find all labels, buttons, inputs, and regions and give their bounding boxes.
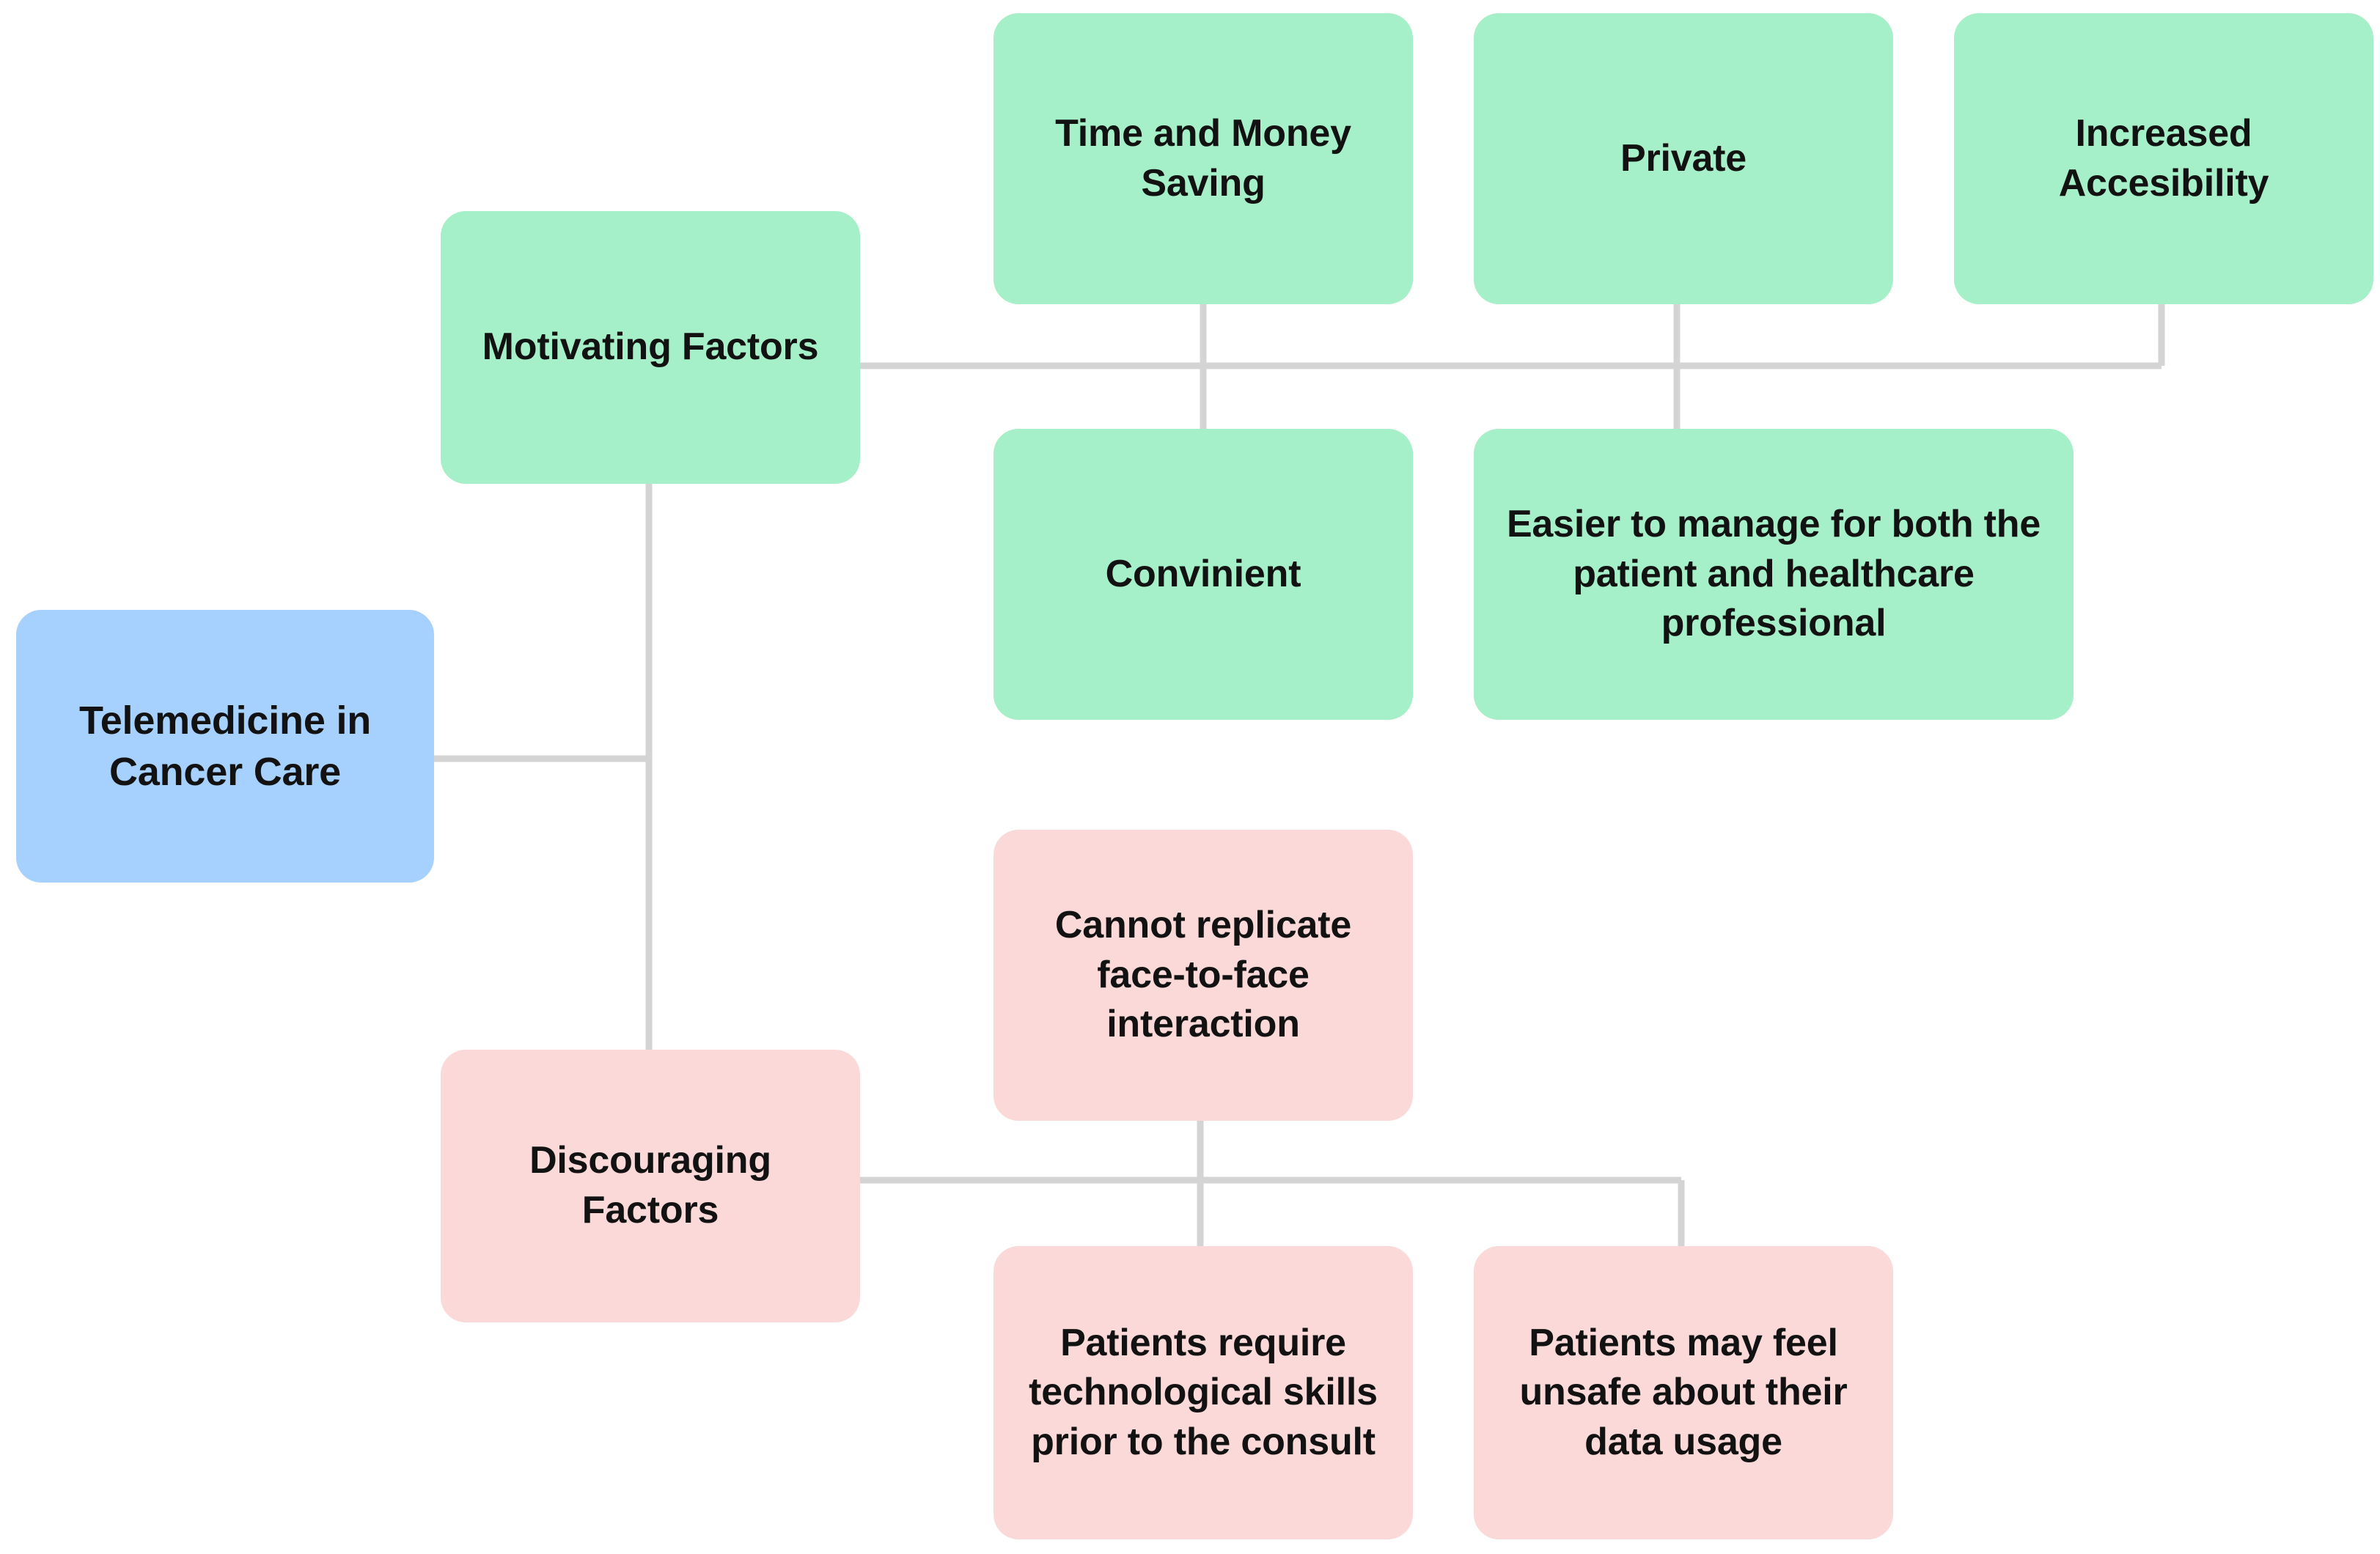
node-convenient[interactable]: Convinient <box>993 429 1413 720</box>
node-discouraging-factors[interactable]: Discouraging Factors <box>441 1050 860 1322</box>
node-increased-accessibility-label: Increased Accesibility <box>2058 111 2269 205</box>
node-easier-to-manage[interactable]: Easier to manage for both the patient an… <box>1474 429 2074 720</box>
node-patients-feel-unsafe-data-label: Patients may feel unsafe about their dat… <box>1519 1321 1848 1463</box>
node-private-label: Private <box>1620 136 1747 180</box>
node-root-label: Telemedicine in Cancer Care <box>78 698 372 794</box>
node-root[interactable]: Telemedicine in Cancer Care <box>16 610 434 883</box>
node-easier-to-manage-label: Easier to manage for both the patient an… <box>1506 503 2041 645</box>
node-private[interactable]: Private <box>1474 13 1893 304</box>
node-motivating-factors[interactable]: Motivating Factors <box>441 211 860 484</box>
node-motivating-factors-label: Motivating Factors <box>482 325 819 369</box>
node-cannot-replicate-face-to-face-label: Cannot replicate face-to-face interactio… <box>1054 904 1352 1046</box>
node-time-and-money-saving[interactable]: Time and Money Saving <box>993 13 1413 304</box>
node-increased-accessibility[interactable]: Increased Accesibility <box>1954 13 2373 304</box>
node-cannot-replicate-face-to-face[interactable]: Cannot replicate face-to-face interactio… <box>993 830 1413 1121</box>
node-convenient-label: Convinient <box>1105 552 1301 595</box>
node-patients-require-tech-skills-label: Patients require technological skills pr… <box>1029 1321 1378 1463</box>
node-time-and-money-saving-label: Time and Money Saving <box>1055 111 1351 205</box>
node-patients-feel-unsafe-data[interactable]: Patients may feel unsafe about their dat… <box>1474 1246 1893 1539</box>
node-patients-require-tech-skills[interactable]: Patients require technological skills pr… <box>993 1246 1413 1539</box>
node-discouraging-factors-label: Discouraging Factors <box>529 1139 771 1231</box>
